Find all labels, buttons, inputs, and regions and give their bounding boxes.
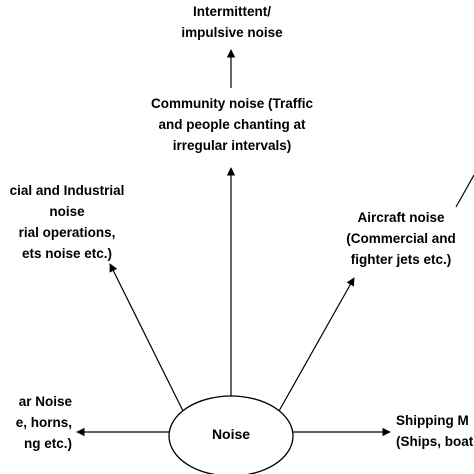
noise-node-label: Noise — [211, 426, 251, 442]
node-vehicular-line-1: ar Noise — [18, 394, 72, 409]
node-community-line-1: Community noise (Traffic — [150, 96, 314, 111]
arrow-to-aircraft — [278, 277, 355, 412]
node-aircraft-line-1: Aircraft noise — [357, 210, 445, 225]
node-aircraft-line-3: fighter jets etc.) — [350, 252, 452, 267]
offscreen-connector-line — [455, 174, 474, 208]
node-commercial-line-4: ets noise etc.) — [21, 246, 113, 261]
node-shipping-line-1: Shipping M — [396, 413, 469, 428]
node-vehicular-line-3: ng etc.) — [23, 436, 72, 451]
node-shipping-line-2: (Ships, boat — [396, 434, 474, 449]
node-commercial-line-2: noise — [49, 204, 85, 219]
node-vehicular: ar Noise e, horns, ng etc.) — [0, 391, 72, 454]
node-intermittent: Intermittent/ impulsive noise — [152, 1, 312, 43]
node-community-line-2: and people chanting at — [158, 117, 306, 132]
node-intermittent-line-1: Intermittent/ — [192, 4, 271, 19]
node-community: Community noise (Traffic and people chan… — [121, 93, 343, 156]
node-aircraft: Aircraft noise (Commercial and fighter j… — [333, 207, 469, 270]
node-shipping: Shipping M (Ships, boat — [396, 410, 474, 452]
node-aircraft-line-2: (Commercial and — [346, 231, 456, 246]
node-commercial-line-1: cial and Industrial — [9, 183, 125, 198]
node-community-line-3: irregular intervals) — [172, 138, 292, 153]
node-vehicular-line-2: e, horns, — [15, 415, 72, 430]
node-commercial-line-3: rial operations, — [18, 225, 116, 240]
arrow-to-commercial — [109, 263, 184, 412]
node-commercial: cial and Industrial noise rial operation… — [0, 180, 134, 264]
node-intermittent-line-2: impulsive noise — [181, 25, 283, 40]
